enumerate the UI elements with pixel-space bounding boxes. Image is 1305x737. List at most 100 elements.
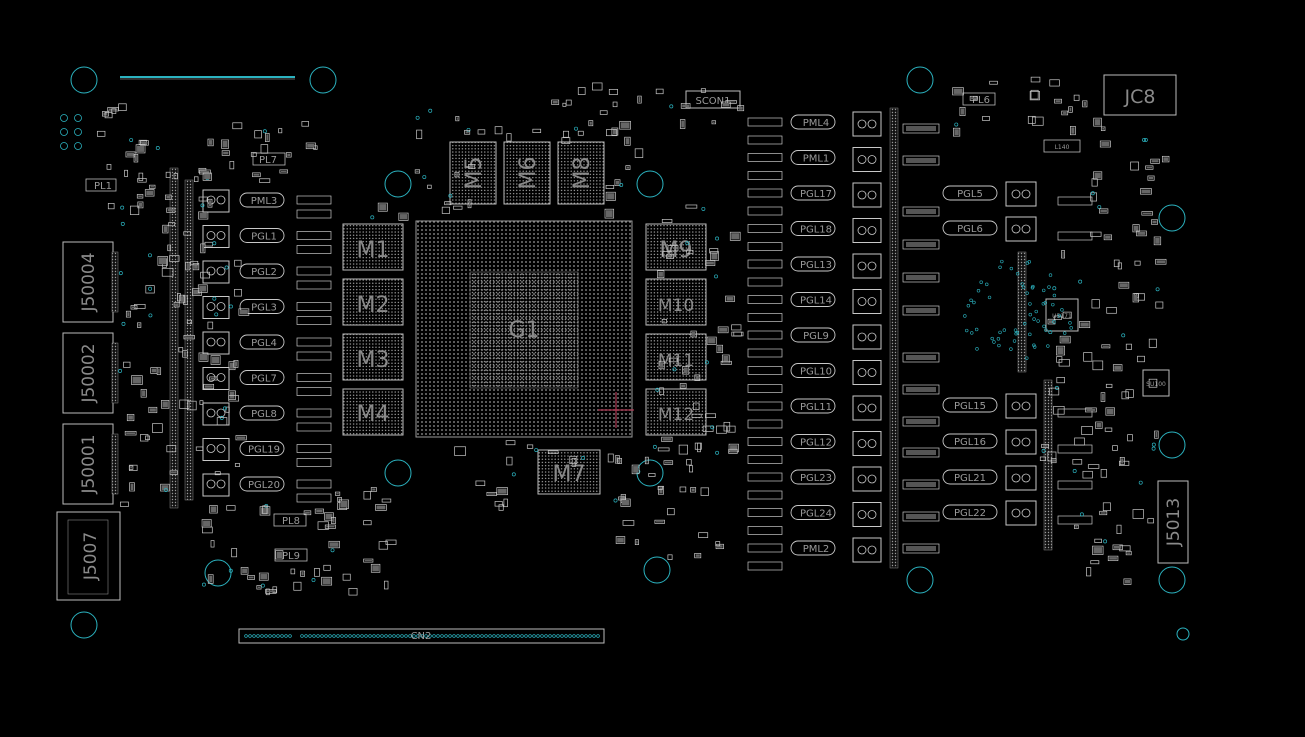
- right-phase-pml4[interactable]: PML4: [747, 111, 882, 145]
- connector-cn2[interactable]: CN2: [238, 628, 605, 644]
- right-phase-pml2[interactable]: PML2: [747, 537, 882, 571]
- right-phase-pgl10[interactable]: PGL10: [747, 360, 882, 393]
- mounting-hole: [636, 459, 664, 487]
- connector-j5007[interactable]: J5007: [56, 511, 121, 601]
- gpu-g1[interactable]: G1: [415, 220, 633, 438]
- left-phase-pgl7[interactable]: PGL7: [202, 367, 332, 396]
- memory-m7[interactable]: M7: [537, 449, 601, 495]
- left-phase-label: PGL1: [251, 232, 277, 243]
- connector-j50002[interactable]: J50002: [62, 332, 119, 414]
- right-vrm-phases: PML4PML1PGL17PGL18PGL13PGL14PGL9PGL10PGL…: [747, 107, 940, 571]
- label-pl1: PL1: [94, 181, 112, 192]
- mounting-hole: [1158, 431, 1186, 459]
- right-phase-label: PGL24: [800, 509, 832, 520]
- right-phase-pgl13[interactable]: PGL13: [747, 253, 882, 287]
- far-right-phase-pgl21[interactable]: PGL21: [942, 465, 1093, 491]
- memory-m3[interactable]: M3: [342, 333, 404, 381]
- cn2-pins: [244, 634, 600, 638]
- memory-m8[interactable]: M8: [557, 141, 605, 205]
- right-phase-pgl12[interactable]: PGL12: [747, 431, 882, 464]
- left-phase-label: PGL8: [251, 409, 277, 420]
- left-phase-pgl2[interactable]: PGL2: [202, 260, 332, 290]
- right-phase-label: PGL13: [800, 260, 832, 271]
- right-phase-label: PML1: [803, 154, 830, 165]
- left-phase-label: PGL4: [251, 338, 277, 349]
- left-phase-label: PGL3: [251, 303, 277, 314]
- far-right-phase-pgl15[interactable]: PGL15: [942, 393, 1093, 419]
- memory-m10-label: M10: [658, 296, 694, 316]
- right-phase-pgl24[interactable]: PGL24: [747, 502, 882, 535]
- memory-m10[interactable]: M10: [645, 278, 707, 326]
- left-phase-pgl20[interactable]: PGL20: [202, 473, 332, 503]
- mounting-hole: [384, 459, 412, 487]
- memory-m11-label: M11: [658, 351, 694, 371]
- left-phase-pgl1[interactable]: PGL1: [202, 225, 332, 254]
- right-phase-pgl14[interactable]: PGL14: [747, 289, 882, 322]
- connector-j50001[interactable]: J50001: [62, 423, 119, 505]
- left-phase-pgl3[interactable]: PGL3: [202, 296, 332, 325]
- memory-m5[interactable]: M5: [449, 141, 497, 205]
- memory-m4[interactable]: M4: [342, 388, 404, 436]
- connector-j50004[interactable]: J50004: [62, 241, 119, 323]
- mounting-hole: [643, 556, 671, 584]
- right-phase-label: PGL9: [803, 331, 829, 342]
- label-pl6: PL6: [972, 95, 990, 106]
- right-phase-pgl9[interactable]: PGL9: [747, 324, 882, 358]
- connector-scon1[interactable]: SCON1: [685, 90, 741, 109]
- memory-m1[interactable]: M1: [342, 223, 404, 271]
- memory-m3-label: M3: [357, 348, 390, 373]
- connector-scon1-label: SCON1: [695, 96, 730, 107]
- left-phase-pgl8[interactable]: PGL8: [202, 402, 332, 432]
- mounting-hole: [906, 566, 934, 594]
- far-right-phase-pgl6[interactable]: PGL6: [942, 216, 1093, 242]
- mounting-hole: [70, 611, 98, 639]
- mounting-hole: [309, 66, 337, 94]
- right-phase-label: PML4: [803, 118, 830, 129]
- right-phase-pgl18[interactable]: PGL18: [747, 218, 882, 251]
- connector-j50001-label: J50001: [79, 434, 99, 494]
- gpu-label: G1: [508, 318, 539, 343]
- memory-m6[interactable]: M6: [503, 141, 551, 205]
- left-phase-pgl4[interactable]: PGL4: [202, 331, 332, 361]
- connector-j5013-label: J5013: [1164, 498, 1184, 547]
- right-phase-label: PGL11: [800, 402, 832, 413]
- far-right-phase-label: PGL15: [954, 401, 986, 412]
- left-phase-label: PGL2: [251, 267, 277, 278]
- right-phase-label: PGL12: [800, 438, 832, 449]
- left-phase-pml3[interactable]: PML3: [202, 189, 332, 219]
- left-phase-label: PGL19: [248, 445, 280, 456]
- left-phase-label: PGL20: [248, 480, 280, 491]
- left-phase-pgl19[interactable]: PGL19: [202, 438, 332, 467]
- mounting-hole: [384, 170, 412, 198]
- memory-m1-label: M1: [357, 238, 390, 263]
- connector-j5013[interactable]: J5013: [1157, 480, 1189, 564]
- label-su100: SU100: [1146, 381, 1166, 388]
- connector-jc8[interactable]: JC8: [1103, 74, 1177, 116]
- right-phase-label: PGL10: [800, 367, 832, 378]
- right-phase-pgl23[interactable]: PGL23: [747, 466, 882, 500]
- mounting-hole: [906, 66, 934, 94]
- memory-m2[interactable]: M2: [342, 278, 404, 326]
- memory-m12[interactable]: M12: [645, 388, 707, 436]
- right-phase-label: PGL23: [800, 473, 832, 484]
- far-right-phase-pgl22[interactable]: PGL22: [942, 500, 1093, 526]
- memory-m12-label: M12: [658, 405, 694, 425]
- right-misc-labels: PL6 L140 U5171 SU100: [962, 92, 1170, 397]
- connector-jc8-label: JC8: [1124, 86, 1156, 108]
- memory-m2-label: M2: [357, 293, 390, 318]
- left-misc-labels: PL7 PL1 PL8 PL9: [85, 152, 308, 562]
- memory-m8-label: M8: [570, 157, 595, 190]
- right-phase-pgl17[interactable]: PGL17: [747, 182, 882, 216]
- right-phase-pgl11[interactable]: PGL11: [747, 395, 882, 429]
- memory-m11[interactable]: M11: [645, 333, 707, 381]
- far-right-phase-pgl5[interactable]: PGL5: [942, 181, 1093, 207]
- right-phase-pml1[interactable]: PML1: [747, 147, 882, 180]
- connector-j50004-label: J50004: [79, 252, 99, 312]
- left-phase-label: PGL7: [251, 374, 277, 385]
- right-phase-label: PML2: [803, 544, 830, 555]
- far-right-phase-pgl16[interactable]: PGL16: [942, 429, 1093, 455]
- memory-m9[interactable]: M9: [645, 223, 707, 271]
- connector-cn2-label: CN2: [411, 631, 432, 642]
